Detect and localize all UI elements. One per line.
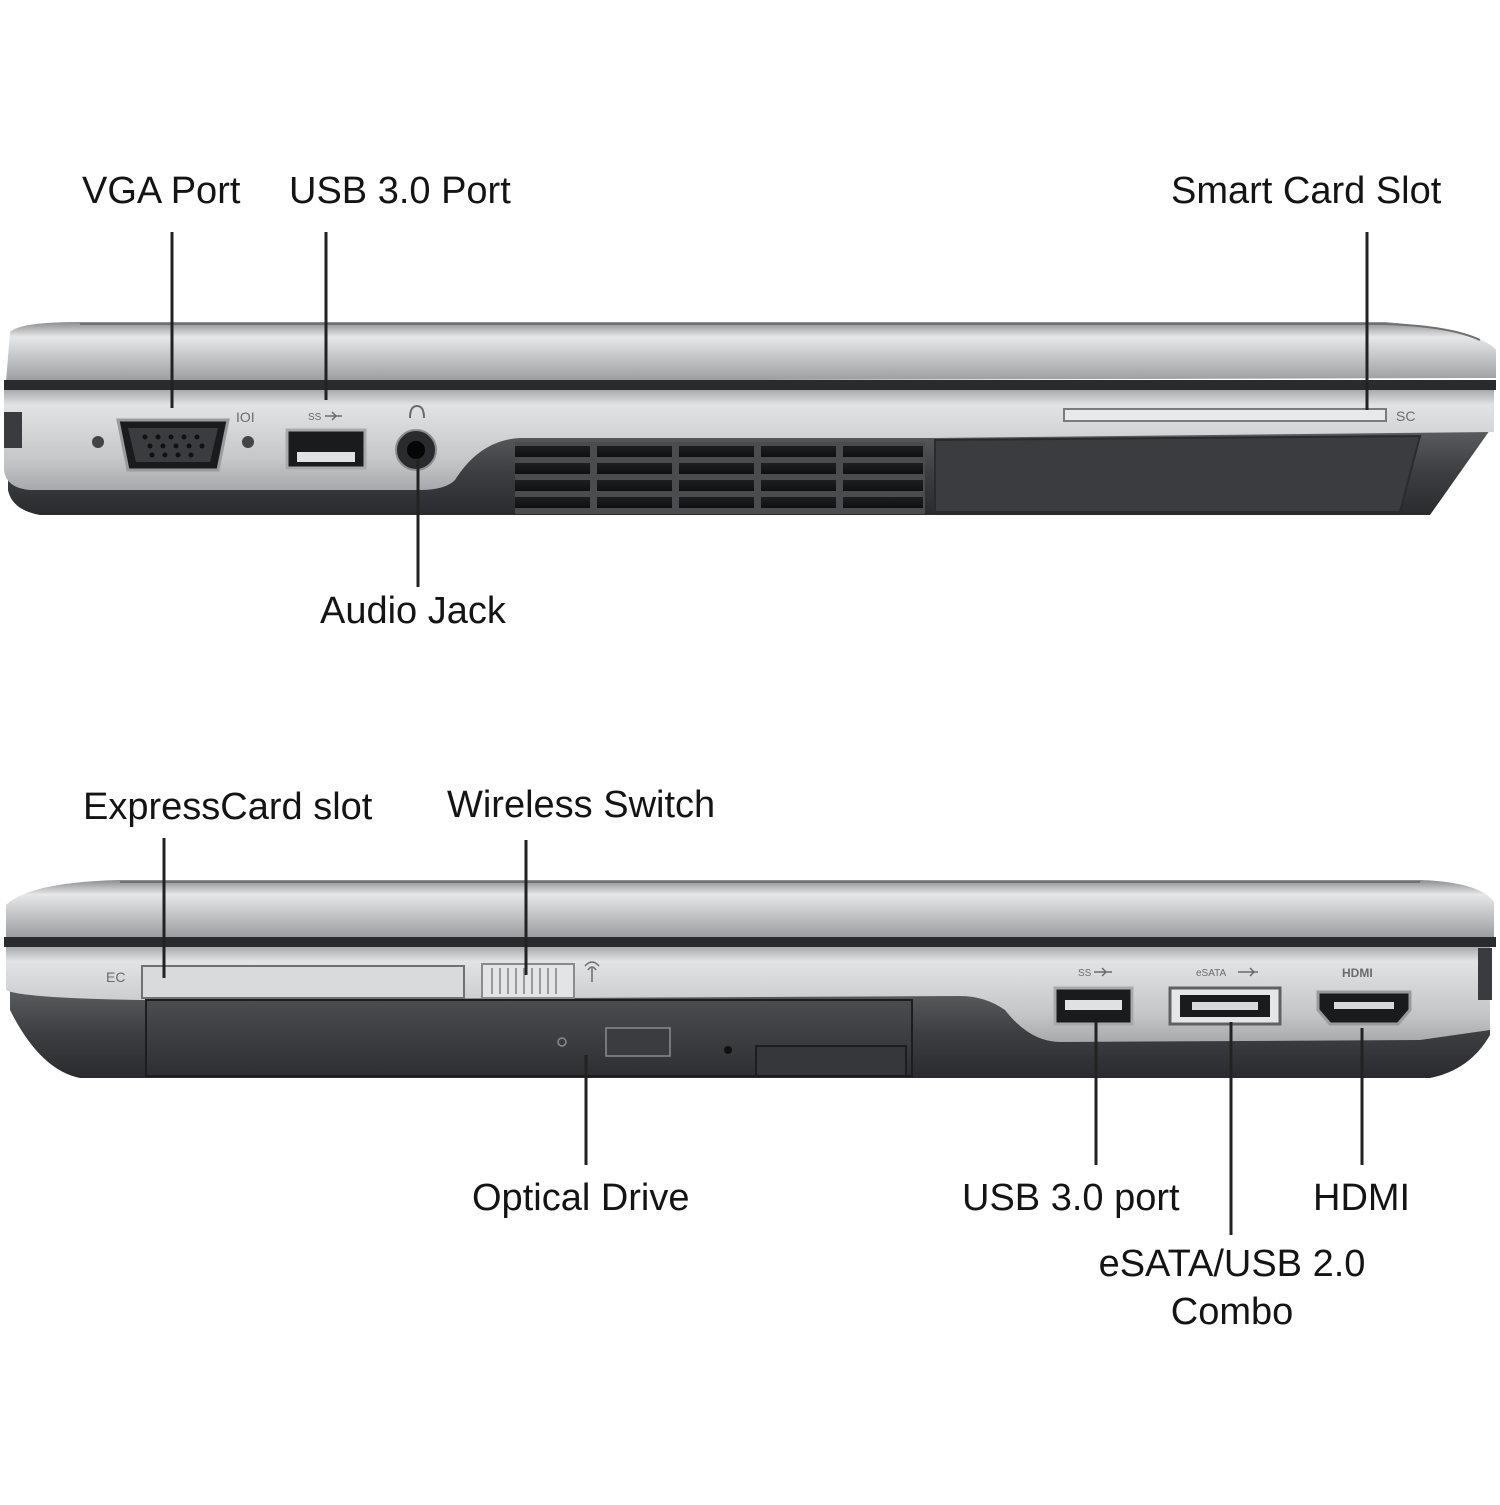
right-side-view: EC SS: [4, 880, 1496, 1078]
usb-icon-right: [1094, 967, 1112, 977]
smart-card-marking: SC: [1396, 408, 1415, 424]
smart-card-slot-label: Smart Card Slot: [1171, 170, 1442, 212]
expresscard-marking: EC: [106, 969, 125, 985]
expresscard-slot-label: ExpressCard slot: [83, 786, 373, 828]
wireless-icon: [584, 961, 600, 982]
wireless-switch-label: Wireless Switch: [447, 784, 716, 826]
usb-ss-marking: SS: [308, 412, 322, 423]
usb-ss-marking-right: SS: [1078, 968, 1092, 979]
vent-grille: [515, 442, 925, 514]
left-side-view: IOI SS: [4, 322, 1496, 515]
usb-30-port-right-label: USB 3.0 port: [962, 1177, 1180, 1219]
esata-usb-combo-label: eSATA/USB 2.0 Combo: [1094, 1240, 1370, 1336]
usb-3-port-right: [1053, 986, 1134, 1026]
audio-jack-label: Audio Jack: [320, 590, 506, 632]
usb-icon-esata: [1238, 967, 1258, 977]
optical-drive: [145, 999, 913, 1077]
esata-usb-combo-label-line2: Combo: [1170, 1291, 1294, 1333]
esata-usb-combo-label-line1: eSATA/USB 2.0: [1098, 1243, 1366, 1285]
headphone-icon: [409, 404, 425, 419]
hdmi-marking: HDMI: [1342, 966, 1373, 980]
hdmi-port: [1316, 990, 1412, 1026]
vga-port: [92, 418, 254, 472]
esata-usb-combo-port: [1168, 986, 1282, 1026]
esata-marking: eSATA: [1196, 968, 1227, 979]
usb-30-port-label: USB 3.0 Port: [289, 170, 511, 212]
smart-card-slot: [1063, 408, 1387, 422]
left-side-leader-lines: [170, 232, 1369, 587]
right-side-leader-lines: [162, 838, 1364, 1235]
optical-drive-label: Optical Drive: [472, 1177, 690, 1219]
audio-jack: [395, 429, 437, 471]
wireless-switch: [481, 963, 575, 999]
vga-port-label: VGA Port: [82, 170, 241, 212]
usb-icon: [325, 411, 342, 421]
hdmi-label: HDMI: [1313, 1177, 1411, 1219]
usb-3-port-left: [285, 428, 367, 470]
vga-marking: IOI: [236, 409, 255, 425]
expresscard-slot: [141, 965, 465, 999]
